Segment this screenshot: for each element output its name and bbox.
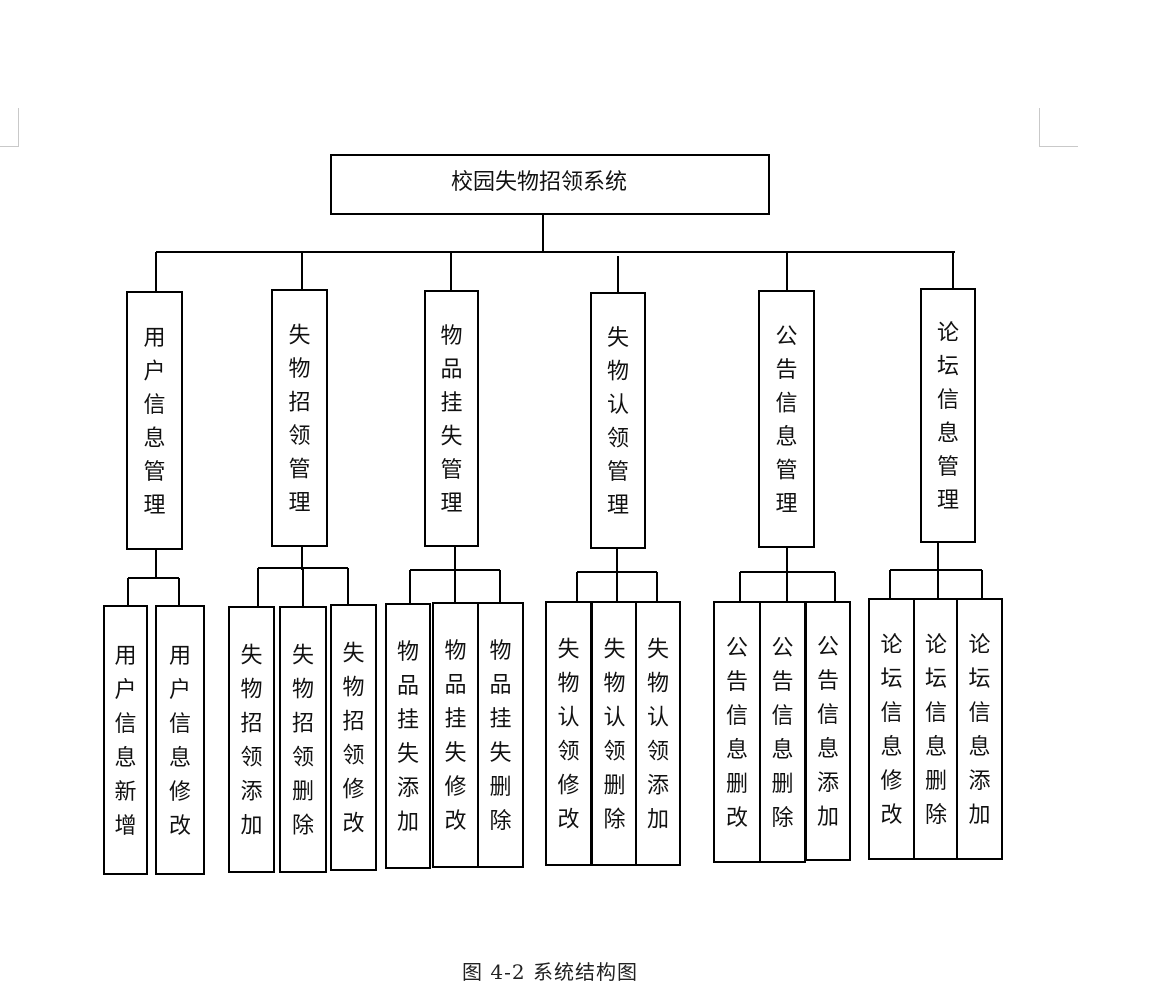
function-label: 物品挂失修改 (444, 639, 466, 834)
function-label: 物品挂失删除 (489, 639, 511, 834)
function-label: 用户信息新增 (114, 644, 136, 839)
function-box (432, 602, 479, 868)
module-label: 用户信息管理 (143, 326, 165, 519)
root-label: 校园失物招领系统 (451, 170, 627, 195)
function-box (913, 598, 959, 860)
function-label: 失物招领添加 (240, 644, 262, 839)
function-box (635, 601, 681, 866)
module-box (758, 290, 815, 548)
root-box (330, 154, 770, 215)
function-box (868, 598, 915, 860)
function-box (228, 606, 275, 873)
function-label: 物品挂失添加 (397, 640, 419, 835)
module-label: 失物认领管理 (607, 326, 629, 519)
module-label: 论坛信息管理 (937, 321, 959, 514)
function-box (330, 604, 377, 871)
function-label: 用户信息修改 (169, 644, 191, 839)
function-label: 失物认领修改 (557, 638, 579, 833)
function-box (713, 601, 761, 863)
function-label: 失物招领修改 (342, 642, 364, 837)
function-label: 公告信息添加 (817, 635, 839, 830)
function-box (956, 598, 1003, 860)
function-box (103, 605, 148, 875)
module-box (126, 291, 183, 550)
module-box (271, 289, 328, 547)
function-box (759, 601, 806, 863)
module-label: 物品挂失管理 (440, 324, 462, 517)
function-box (805, 601, 851, 861)
function-box (155, 605, 205, 875)
module-box (920, 288, 976, 543)
function-box (477, 602, 524, 868)
function-label: 公告信息删除 (771, 636, 793, 831)
module-label: 公告信息管理 (775, 324, 797, 517)
module-box (424, 290, 479, 547)
figure-caption: 图 4-2 系统结构图 (462, 960, 638, 984)
function-label: 失物认领添加 (647, 638, 669, 833)
function-box (279, 606, 327, 873)
function-box (385, 603, 431, 869)
function-label: 论坛信息添加 (968, 633, 990, 828)
page-corner-mark-left (0, 108, 19, 147)
page-corner-mark-right (1039, 108, 1078, 147)
function-label: 失物招领删除 (292, 644, 314, 839)
module-label: 失物招领管理 (288, 323, 310, 516)
function-box (545, 601, 592, 866)
function-label: 失物认领删除 (603, 638, 625, 833)
function-label: 公告信息删改 (726, 636, 748, 831)
function-label: 论坛信息删除 (925, 633, 947, 828)
function-label: 论坛信息修改 (880, 633, 902, 828)
